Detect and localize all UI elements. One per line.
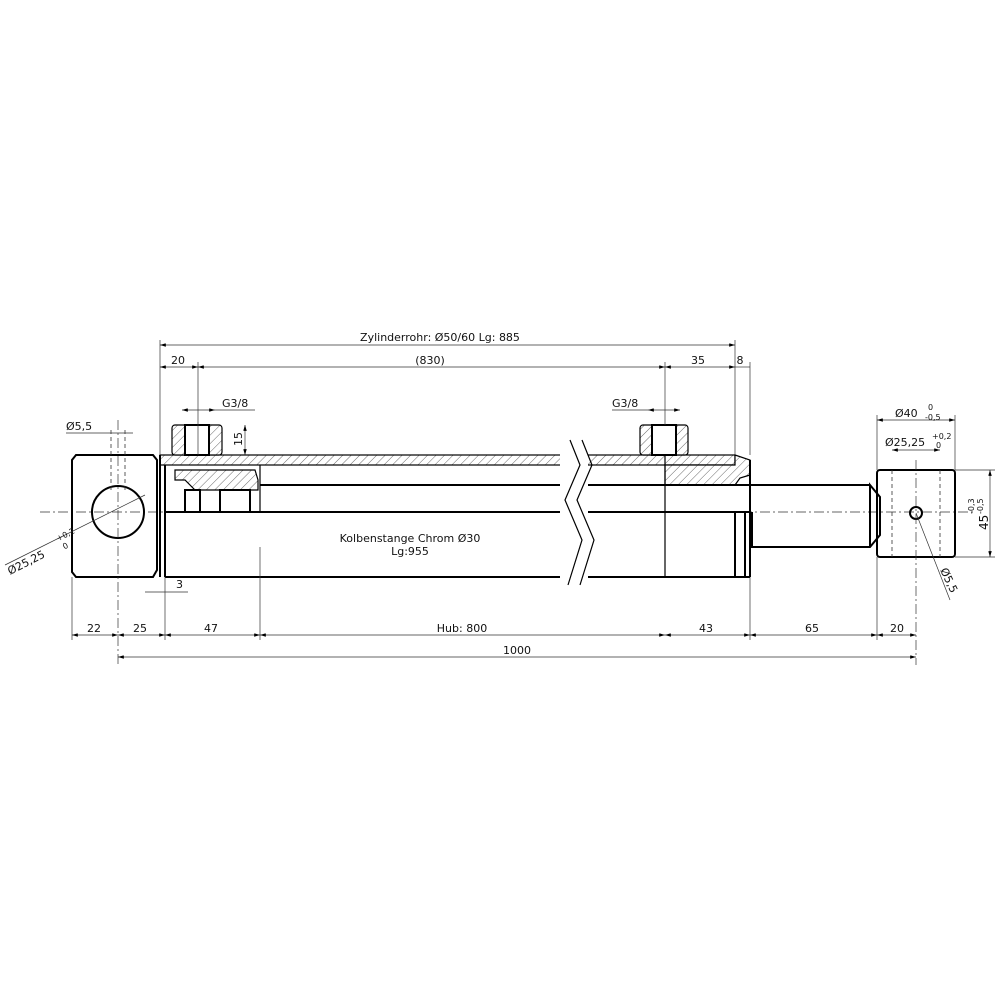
right-pin-hole-label: Ø5,5 xyxy=(937,566,960,595)
right-bore-tol-lower: 0 xyxy=(936,441,941,450)
dim-8: 8 xyxy=(737,354,744,367)
right-bore-tol-upper: +0,2 xyxy=(932,432,951,441)
left-port-label: G3/8 xyxy=(222,397,248,410)
dim-stroke: Hub: 800 xyxy=(437,622,487,635)
right-outer-label: Ø40 xyxy=(895,407,918,420)
dim-total: 1000 xyxy=(503,644,531,657)
right-width-label: 45 xyxy=(977,515,991,530)
dim-20-bottom: 20 xyxy=(890,622,904,635)
left-bore-tol-lower: 0 xyxy=(61,541,70,551)
right-outer-tol-upper: 0 xyxy=(928,403,933,412)
right-port-label: G3/8 xyxy=(612,397,638,410)
dim-830: (830) xyxy=(415,354,445,367)
dim-35: 35 xyxy=(691,354,705,367)
dim-20-top: 20 xyxy=(171,354,185,367)
rod-length-label: Lg:955 xyxy=(391,545,429,558)
dim-47: 47 xyxy=(204,622,218,635)
left-pin-hole-label: Ø5,5 xyxy=(66,420,92,433)
tube-label: Zylinderrohr: Ø50/60 Lg: 885 xyxy=(360,331,520,344)
left-eye xyxy=(4,420,158,665)
right-outer-tol-lower: -0,5 xyxy=(925,413,941,422)
gap-label: 3 xyxy=(176,578,183,591)
dim-25: 25 xyxy=(133,622,147,635)
port-height-label: 15 xyxy=(232,432,245,446)
left-bore-label: Ø25,25 xyxy=(5,548,47,578)
dim-22: 22 xyxy=(87,622,101,635)
rod-label: Kolbenstange Chrom Ø30 xyxy=(340,532,481,545)
right-width-tol-lower: -0,5 xyxy=(976,498,985,514)
bottom-dimensions xyxy=(71,547,916,659)
dim-65: 65 xyxy=(805,622,819,635)
right-width-tol-upper: -0,3 xyxy=(967,498,976,514)
right-eye xyxy=(876,460,956,665)
cylinder-tube xyxy=(159,454,751,578)
right-bore-label: Ø25,25 xyxy=(885,436,925,449)
dim-43: 43 xyxy=(699,622,713,635)
